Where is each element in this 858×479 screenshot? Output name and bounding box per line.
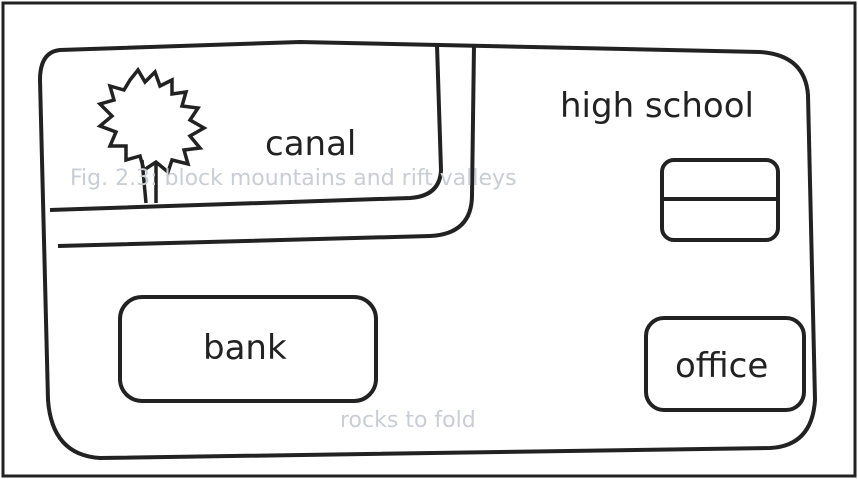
bank-building — [118, 295, 378, 403]
office-label: office — [675, 346, 769, 386]
bank-label: bank — [203, 328, 287, 368]
high-school-label: high school — [560, 86, 754, 126]
canal-label: canal — [265, 124, 357, 164]
map-boundary — [37, 39, 818, 461]
show-through-text-2: rocks to fold — [340, 408, 476, 433]
high-school-building — [660, 158, 780, 242]
canal-bank-inner — [49, 44, 444, 212]
office-building — [644, 316, 806, 412]
canal-bank-outer — [57, 44, 476, 248]
show-through-text-1: Fig. 2.3: block mountains and rift valle… — [70, 166, 517, 191]
tree-icon — [96, 66, 208, 204]
